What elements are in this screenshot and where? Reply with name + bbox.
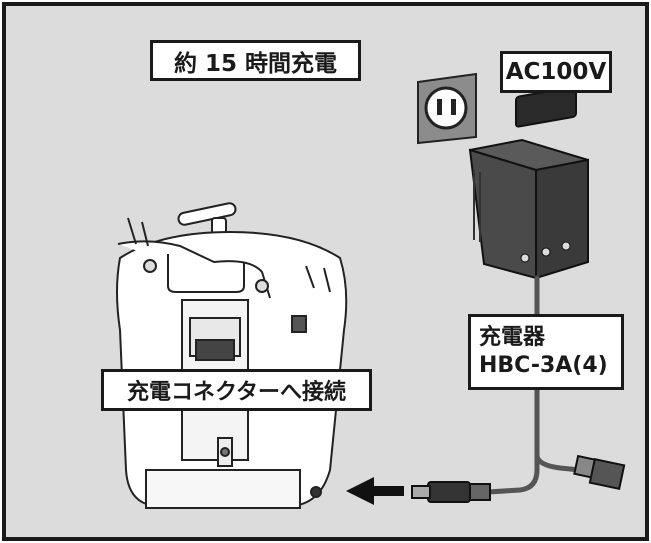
wall-outlet-icon: [417, 72, 477, 145]
ac-adapter-icon: [468, 85, 589, 280]
ac-voltage-text: AC100V: [505, 59, 607, 85]
charge-time-label: 約 15 時間充電: [150, 40, 361, 81]
left-arrow-icon: [346, 477, 404, 505]
charger-cable: [485, 275, 583, 495]
charger-model-text: HBC-3A(4): [479, 353, 608, 378]
balance-connector-icon: [573, 454, 626, 491]
charge-time-text: 約 15 時間充電: [173, 50, 338, 77]
connect-instruction-label: 充電コネクターへ接続: [101, 369, 372, 411]
charger-name-text: 充電器: [479, 325, 546, 350]
ac-voltage-label: AC100V: [500, 51, 612, 93]
connect-instruction-text: 充電コネクターへ接続: [126, 380, 347, 405]
charger-label: 充電器 HBC-3A(4): [468, 314, 624, 390]
rc-transmitter-icon: [116, 202, 348, 509]
charging-plug-icon: [411, 481, 491, 503]
